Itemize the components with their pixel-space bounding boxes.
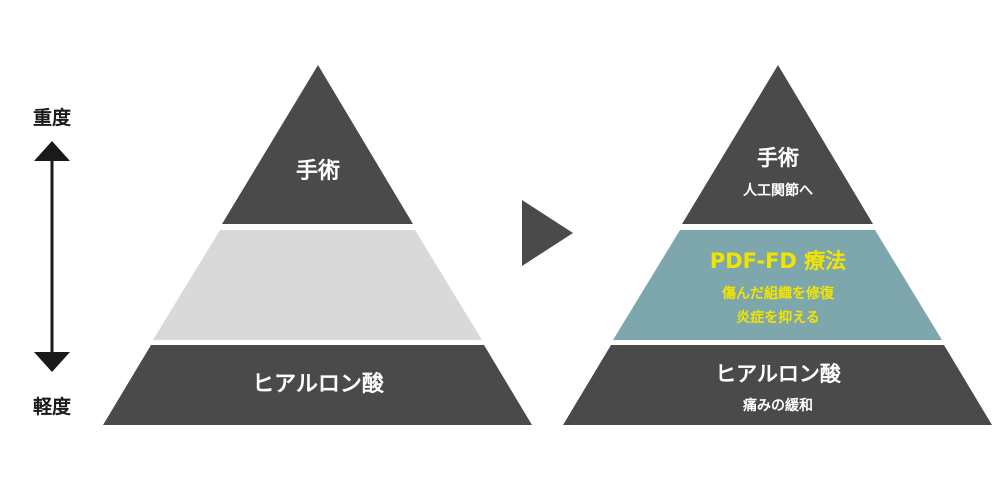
after-bottom-label: ヒアルロン酸 — [715, 362, 842, 386]
after-top-label: 手術 — [757, 146, 799, 170]
before-top-label: 手術 — [296, 158, 340, 184]
arrow-down-icon — [34, 352, 70, 372]
play-arrow-icon — [522, 200, 573, 266]
after-pyramid: 手術 人工関節へ PDF-FD 療法 傷んだ組織を修復 炎症を抑える ヒアルロン… — [563, 65, 992, 425]
after-middle-label: PDF-FD 療法 — [710, 249, 846, 273]
after-tier-middle — [613, 230, 942, 340]
after-top-sublabel: 人工関節へ — [743, 182, 813, 199]
after-middle-sub1: 傷んだ組織を修復 — [721, 285, 835, 302]
after-middle-sub2: 炎症を抑える — [736, 309, 820, 326]
after-bottom-sublabel: 痛みの緩和 — [742, 397, 813, 414]
severity-scale: 重度 軽度 — [33, 106, 72, 418]
before-pyramid: 手術 ヒアルロン酸 — [103, 65, 532, 425]
before-tier-bottom — [103, 345, 532, 425]
before-tier-top — [222, 65, 413, 224]
arrow-up-icon — [34, 141, 70, 161]
after-tier-top — [682, 65, 873, 224]
severity-high-label: 重度 — [33, 106, 72, 129]
before-tier-middle — [153, 230, 482, 340]
after-tier-bottom — [563, 345, 992, 425]
before-bottom-label: ヒアルロン酸 — [252, 372, 385, 397]
severity-low-label: 軽度 — [33, 395, 72, 418]
